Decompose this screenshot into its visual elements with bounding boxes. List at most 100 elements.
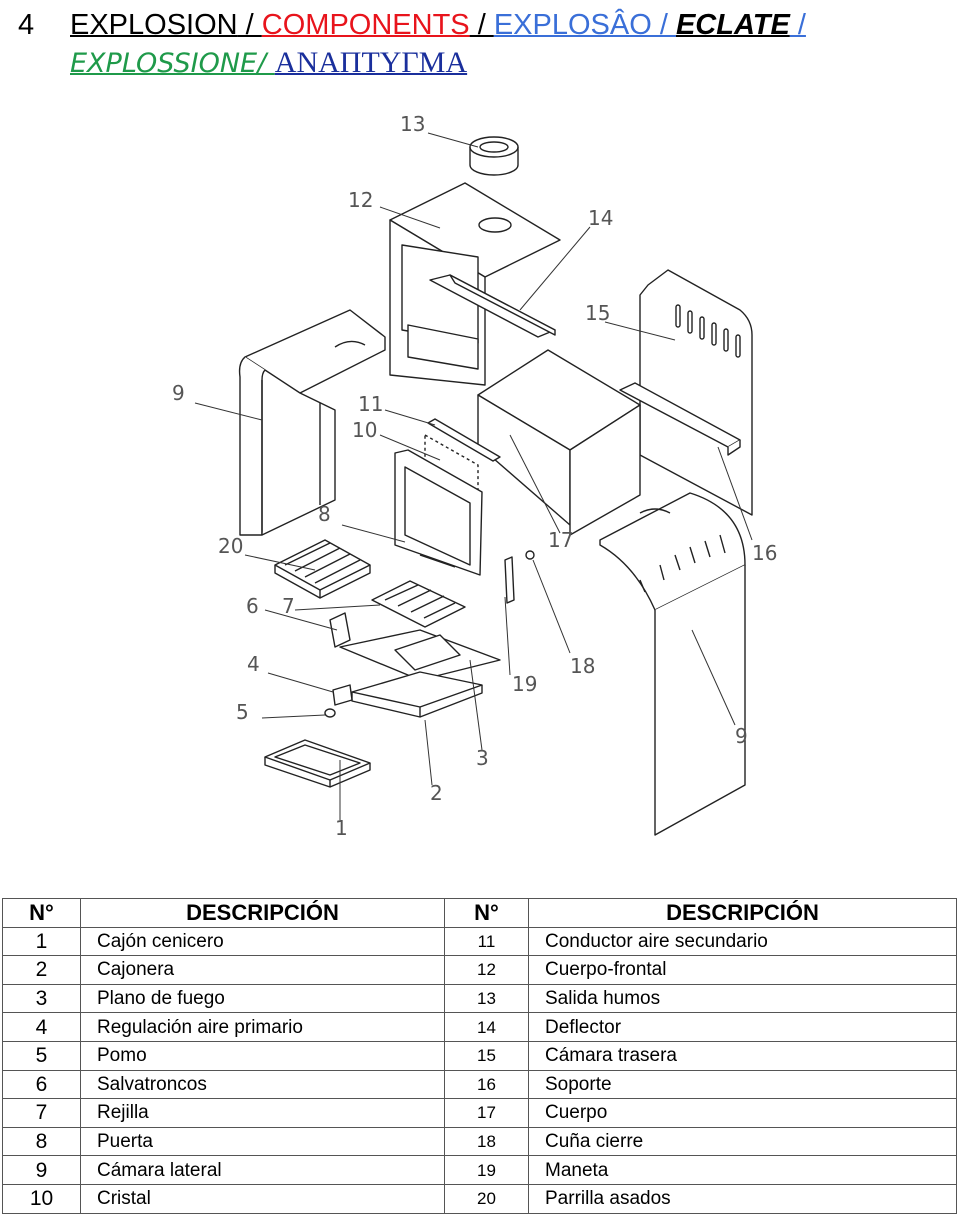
part-number: 9 (2, 1155, 81, 1185)
fire-plane-part (329, 612, 501, 681)
part-description: Rejilla (80, 1098, 445, 1128)
knob-part (324, 708, 336, 718)
callout-label: 12 (348, 188, 373, 212)
callout-label: 6 (246, 594, 259, 618)
part-number: 6 (2, 1069, 81, 1100)
column-header: DESCRIPCIÓN (80, 898, 445, 928)
title-part-italian: EXPLOSSIONE/ (70, 48, 275, 79)
exploded-diagram: 1 2 3 4 5 6 7 8 9 9 10 11 12 13 14 15 16… (172, 112, 777, 840)
title-part-greek: ΑΝΑΠΤΥΓΜΑ (274, 46, 468, 79)
diagram-callouts: 1 2 3 4 5 6 7 8 9 9 10 11 12 13 14 15 16… (172, 112, 777, 840)
part-description: Conductor aire secundario (528, 926, 957, 957)
support-part (619, 382, 741, 456)
part-description: Cámara lateral (80, 1155, 445, 1185)
title-part: COMPONENTS (261, 9, 470, 41)
part-number: 15 (444, 1040, 529, 1071)
part-description: Plano de fuego (80, 983, 445, 1014)
part-description: Cajonera (80, 955, 445, 985)
part-description: Cuña cierre (528, 1126, 957, 1157)
part-number: 10 (2, 1183, 81, 1214)
part-description: Puerta (80, 1126, 445, 1157)
part-number: 16 (444, 1069, 529, 1100)
part-description: Cuerpo-frontal (528, 955, 957, 985)
callout-label: 17 (548, 528, 573, 552)
part-description: Regulación aire primario (80, 1012, 445, 1042)
wedge-part (525, 550, 535, 560)
door-part (394, 449, 483, 576)
ash-drawer-part (264, 739, 371, 788)
part-number: 1 (2, 926, 81, 957)
part-number: 18 (444, 1126, 529, 1157)
part-description: Soporte (528, 1069, 957, 1100)
callout-label: 9 (172, 381, 185, 405)
callout-label: 11 (358, 392, 383, 416)
callout-label: 4 (247, 652, 260, 676)
title-line-2: EXPLOSSIONE/ ΑΝΑΠΤΥΓΜΑ (70, 44, 948, 83)
part-description: Deflector (528, 1012, 957, 1042)
column-header: DESCRIPCIÓN (528, 898, 957, 928)
callout-label: 15 (585, 301, 610, 325)
part-number: 13 (444, 983, 529, 1014)
drawer-housing-part (351, 671, 483, 718)
part-description: Pomo (80, 1040, 445, 1071)
callout-label: 10 (352, 418, 377, 442)
callout-label: 2 (430, 781, 443, 805)
callout-label: 1 (335, 816, 348, 840)
part-description: Parrilla asados (528, 1183, 957, 1214)
section-number: 4 (18, 9, 35, 41)
callout-label: 14 (588, 206, 613, 230)
handle-part (504, 556, 515, 604)
right-side-chamber-part (599, 492, 746, 836)
part-number: 20 (444, 1183, 529, 1214)
front-body-part (389, 182, 561, 386)
part-description: Salida humos (528, 983, 957, 1014)
callout-label: 5 (236, 700, 249, 724)
part-description: Cristal (80, 1183, 445, 1214)
grill-rack-part (274, 539, 371, 599)
column-header: N° (444, 898, 529, 928)
part-description: Cajón cenicero (80, 926, 445, 957)
callout-label: 13 (400, 112, 425, 136)
air-regulator-part (332, 684, 353, 706)
callout-label: 3 (476, 746, 489, 770)
title-part: / (469, 9, 494, 41)
title-part: EXPLOSÂO / (493, 9, 676, 41)
part-description: Cuerpo (528, 1098, 957, 1128)
part-number: 8 (2, 1126, 81, 1157)
flue-outlet-part (469, 136, 519, 176)
table-header-row: N° DESCRIPCIÓN N° DESCRIPCIÓN (2, 898, 957, 928)
title-part: / (789, 9, 806, 41)
part-number: 5 (2, 1040, 81, 1071)
title-part: / (237, 9, 262, 41)
rear-chamber-part (639, 269, 753, 516)
part-number: 4 (2, 1012, 81, 1042)
part-number: 17 (444, 1098, 529, 1128)
part-description: Salvatroncos (80, 1069, 445, 1100)
callout-label: 18 (570, 654, 595, 678)
left-side-chamber-part (238, 309, 386, 536)
callout-label: 9 (735, 724, 748, 748)
part-description: Cámara trasera (528, 1040, 957, 1071)
callout-label: 19 (512, 672, 537, 696)
part-number: 12 (444, 955, 529, 985)
body-part (477, 349, 641, 536)
column-header: N° (2, 898, 81, 928)
title-part: EXPLOSION (70, 9, 238, 41)
callout-label: 8 (318, 502, 331, 526)
callout-label: 7 (282, 594, 295, 618)
part-number: 3 (2, 983, 81, 1014)
deflector-part (429, 274, 556, 338)
